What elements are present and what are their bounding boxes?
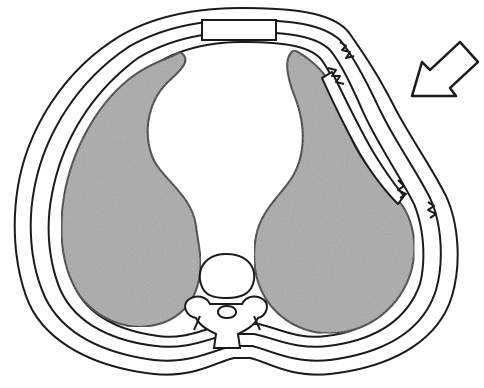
direction-arrow — [412, 42, 478, 96]
right-lung — [61, 52, 200, 327]
vertebral-body — [200, 254, 254, 298]
spinal-canal — [218, 306, 236, 318]
sternum — [202, 20, 276, 40]
